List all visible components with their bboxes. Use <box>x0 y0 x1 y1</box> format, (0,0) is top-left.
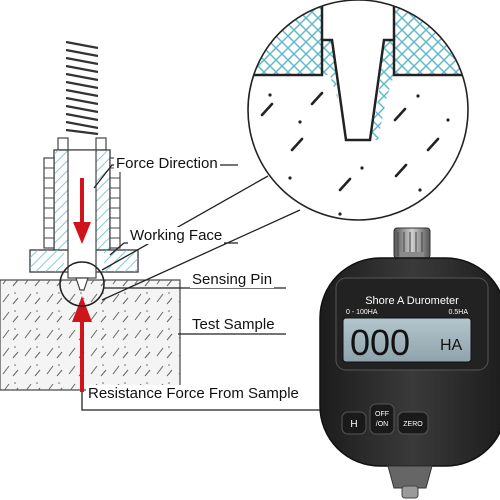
device-resolution: 0.5HA <box>449 309 469 316</box>
spring <box>65 40 99 136</box>
device-title: Shore A Durometer <box>365 295 459 307</box>
power-button-top[interactable]: OFF <box>375 411 389 418</box>
lcd-unit: HA <box>440 337 463 354</box>
magnified-inset <box>247 0 469 221</box>
label-sensing-pin: Sensing Pin <box>190 271 275 288</box>
force-direction-arrow <box>73 178 91 244</box>
durometer-housing <box>29 137 139 291</box>
label-force-direction: Force Direction <box>114 155 220 172</box>
lcd-reading: 000 <box>350 322 410 363</box>
device-range: 0 - 100HA <box>346 309 378 316</box>
test-sample-block <box>0 279 181 391</box>
power-button-bottom[interactable]: /ON <box>376 421 388 428</box>
resistance-force-arrow <box>72 296 92 392</box>
label-test-sample: Test Sample <box>190 316 277 333</box>
digital-durometer <box>319 227 500 499</box>
label-resistance-force: Resistance Force From Sample <box>86 385 301 402</box>
zero-button[interactable]: ZERO <box>403 421 423 428</box>
label-working-face: Working Face <box>128 227 225 244</box>
hold-button[interactable]: H <box>350 419 357 430</box>
focus-circle <box>59 261 105 307</box>
